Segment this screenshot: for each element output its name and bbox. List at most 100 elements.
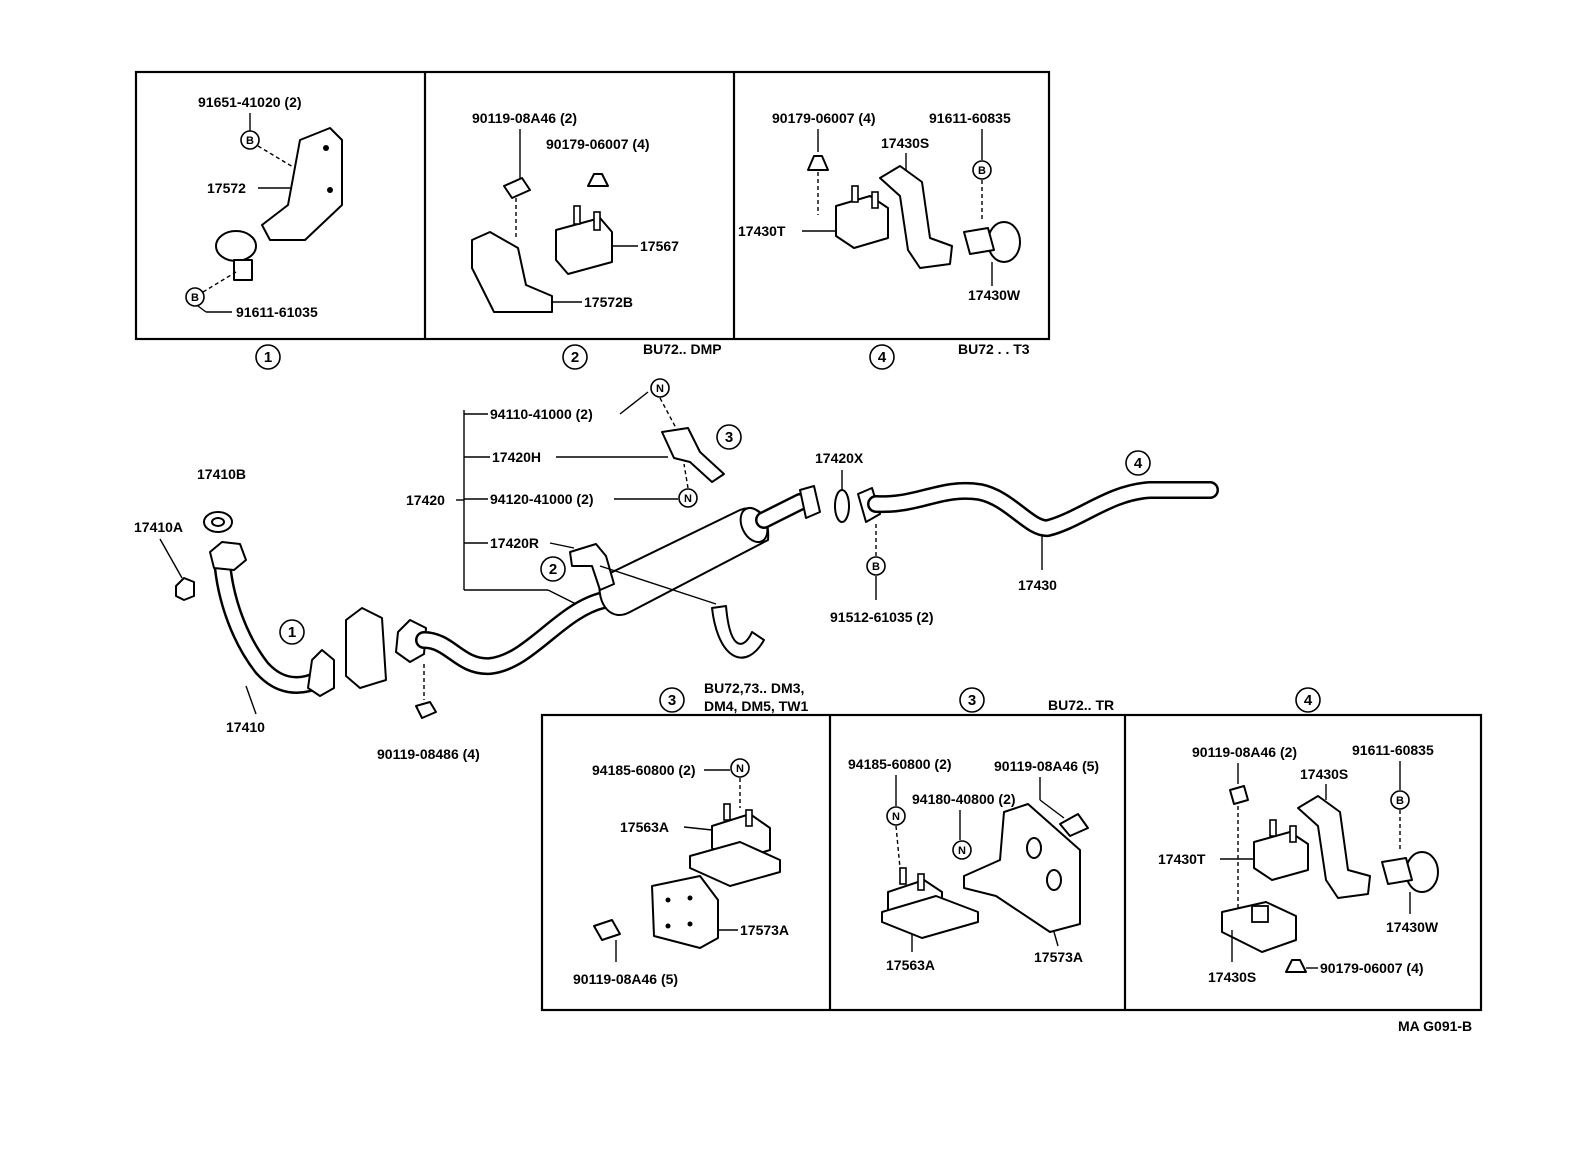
nut-icon (587, 173, 609, 187)
label-17573A-b: 17573A (1034, 949, 1083, 965)
clamp-tab (963, 227, 995, 255)
callout-1: 1 (288, 624, 296, 641)
variant-bu72-dmp: BU72.. DMP (643, 341, 722, 357)
label-17420: 17420 (406, 492, 445, 508)
callout-circle (540, 556, 566, 582)
mount-stud (723, 803, 731, 821)
bracket-hole (1046, 869, 1062, 891)
label-90119-08486: 90119-08486 (4) (377, 746, 480, 762)
bolt-hole (687, 921, 693, 927)
variant-bu72-t3: BU72 . . T3 (958, 341, 1030, 357)
bolt-marker-letter: B (191, 292, 199, 304)
caption-circle-4b: 4 (1304, 692, 1313, 709)
label-17430T-b: 17430T (1158, 851, 1206, 867)
bracket-block (1251, 905, 1269, 923)
bottom-detail-frame (540, 713, 1483, 1012)
label-91512-61035: 91512-61035 (2) (830, 609, 934, 625)
bracket-17430S-b (1297, 795, 1371, 899)
label-17410: 17410 (226, 719, 265, 735)
bottom-captions: 3 BU72,73.. DM3, DM4, DM5, TW1 3 BU72.. … (659, 680, 1321, 714)
clamp-tab (1381, 857, 1413, 885)
label-91611-60835-b: 91611-60835 (1352, 742, 1434, 758)
top-captions: 1 2 BU72.. DMP 4 BU72 . . T3 (255, 341, 1030, 370)
label-91611-61035: 91611-61035 (236, 304, 318, 320)
label-90119-08A46-c: 90119-08A46 (2) (1192, 744, 1297, 760)
bolt-hole (665, 923, 671, 929)
front-flange (209, 541, 247, 571)
callout-circle (562, 344, 588, 370)
bracket-17573A-b (963, 803, 1081, 933)
bracket-17573A-a (651, 875, 719, 949)
bolt-icon (1059, 813, 1089, 837)
label-94110-41000: 94110-41000 (2) (490, 406, 593, 422)
detail-box-3b: 94185-60800 (2) N 90119-08A46 (5) 94180-… (848, 756, 1099, 973)
bolt-marker (866, 556, 886, 576)
heat-shield (345, 607, 387, 689)
label-90119-08A46-b: 90119-08A46 (5) (994, 758, 1099, 774)
callout-3: 3 (725, 429, 733, 446)
nut-marker (730, 758, 750, 778)
callout-circle (659, 687, 685, 713)
nut-marker-letter: N (684, 493, 692, 505)
caption-circle-2: 2 (571, 349, 579, 366)
label-90119-08A46-a: 90119-08A46 (5) (573, 971, 678, 987)
bolt-marker (185, 287, 205, 307)
nut-marker-letter: N (958, 845, 966, 857)
mount-stud (899, 867, 907, 885)
label-17572B: 17572B (584, 294, 633, 310)
hanger-17420R (569, 543, 615, 591)
bolt-marker-letter: B (872, 561, 880, 573)
label-17430W-top: 17430W (968, 287, 1021, 303)
caption-circle-3a: 3 (668, 692, 676, 709)
main-assembly: 17410B 17410A 1 17410 90119-08486 (4) 17… (134, 378, 1219, 762)
callout-circle (716, 424, 742, 450)
callout-circle (1125, 450, 1151, 476)
nut-marker (650, 378, 670, 398)
detail-box-2: 90119-08A46 (2) 90179-06007 (4) 17572B 1… (471, 110, 679, 313)
bottom-frame-outline (540, 713, 1483, 1012)
detail-box-1: 91651-41020 (2) B 17572 B 91611-61035 (185, 94, 343, 320)
label-17420R: 17420R (490, 535, 539, 551)
label-90179-06007-top: 90179-06007 (4) (772, 110, 876, 126)
label-17430: 17430 (1018, 577, 1057, 593)
bolt-marker-letter: B (1396, 795, 1404, 807)
caption-circle-1: 1 (264, 349, 272, 366)
hanger-17420H (661, 427, 725, 483)
gasket-17420X (834, 489, 850, 523)
mount-plate-a (689, 841, 781, 887)
bolt-marker (972, 160, 992, 180)
mount-stud (917, 873, 925, 891)
label-94185-60800-b: 94185-60800 (2) (848, 756, 952, 772)
nut-marker-letter: N (656, 383, 664, 395)
dashed-leader (895, 825, 901, 869)
bracket-17430S-top (879, 165, 953, 269)
bolt-marker (1390, 790, 1410, 810)
leader-line (197, 305, 207, 313)
mount-17430T-b (1253, 831, 1309, 881)
label-17420H: 17420H (492, 449, 541, 465)
nut-marker-letter: N (736, 763, 744, 775)
callout-circle (959, 687, 985, 713)
bolt-icon (1229, 785, 1249, 805)
label-94180-40800: 94180-40800 (2) (912, 791, 1016, 807)
caption-circle-3b: 3 (968, 692, 976, 709)
bolt-marker-letter: B (978, 165, 986, 177)
label-90179-06007: 90179-06007 (4) (546, 136, 650, 152)
nut-marker (678, 488, 698, 508)
callout-4: 4 (1134, 455, 1143, 472)
pipe-outline (215, 553, 325, 692)
label-17410A: 17410A (134, 519, 183, 535)
detail-box-4-top: 90179-06007 (4) 91611-60835 B 17430S 174… (738, 110, 1021, 303)
label-17430S-b: 17430S (1300, 766, 1348, 782)
mount-stud (851, 185, 859, 203)
bracket-17572B (471, 231, 553, 313)
mount-17567 (555, 217, 613, 275)
leader-line (683, 826, 713, 831)
nut-marker-letter: N (892, 811, 900, 823)
bolt-hole (687, 895, 693, 901)
intermediate-flange (395, 619, 427, 663)
variant-bu72-73-dm3: BU72,73.. DM3, (704, 680, 804, 696)
label-17430S-top: 17430S (881, 135, 929, 151)
